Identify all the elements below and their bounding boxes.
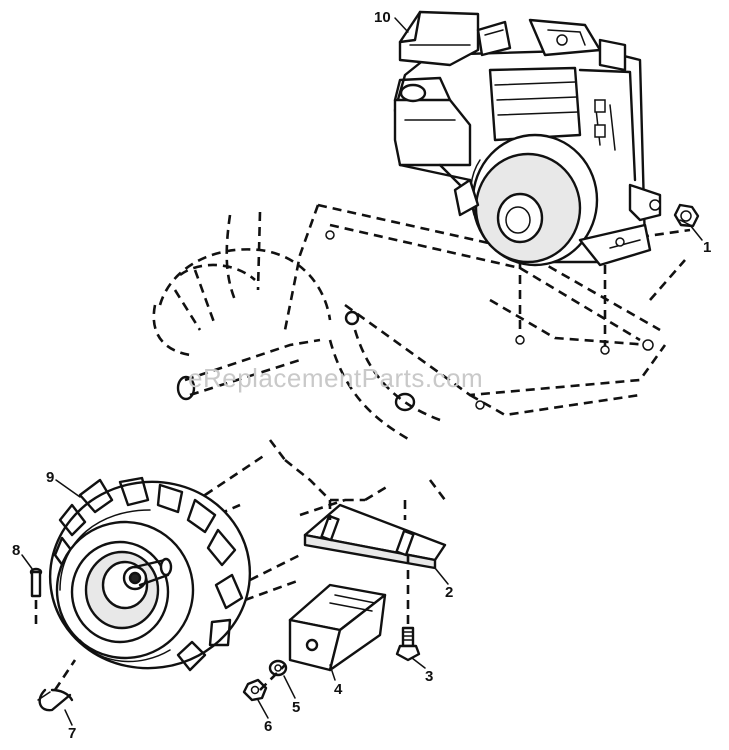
callout-6: 6: [264, 718, 272, 735]
engine-illustration: [393, 10, 662, 267]
bolt-part-3: [395, 555, 421, 662]
callout-1: 1: [703, 239, 711, 256]
bracket-plate-part-2: [303, 500, 447, 570]
nut-part-6: [242, 664, 286, 702]
callout-4: 4: [334, 681, 343, 698]
wheel-tire-part-9: [48, 476, 252, 672]
tiller-frame-dashed: [152, 203, 691, 602]
spacer-block-part-4: [288, 583, 387, 672]
clevis-pin-part-8: [29, 567, 43, 630]
callout-8: 8: [12, 542, 20, 559]
callout-5: 5: [292, 699, 300, 716]
callout-9: 9: [46, 469, 54, 486]
watermark-text: eReplacementParts.com: [188, 363, 483, 393]
callout-3: 3: [425, 668, 433, 685]
callout-10: 10: [374, 9, 391, 26]
hairpin-clip-part-7: [37, 659, 77, 712]
callout-7: 7: [68, 725, 76, 742]
washer-part-5: [268, 659, 288, 677]
hex-nut-part-1: [673, 203, 700, 228]
callout-labels: 10 1 2 3 4 5 6 7 8 9: [12, 9, 711, 742]
callout-2: 2: [445, 584, 453, 601]
leader-lines: [21, 17, 703, 726]
